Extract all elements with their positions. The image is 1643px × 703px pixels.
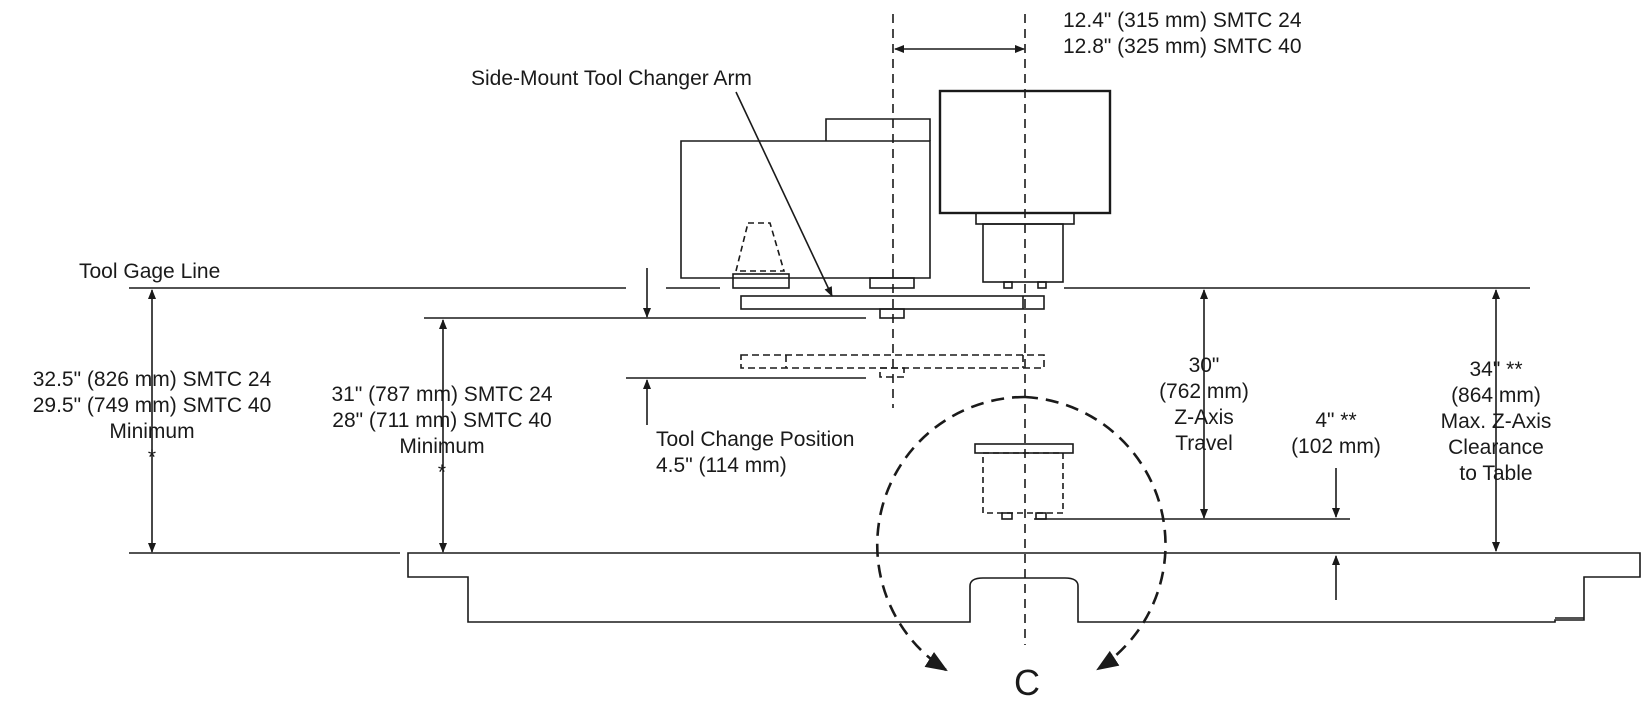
changer-arm-upper xyxy=(740,295,1045,319)
tool-dashed-lowered xyxy=(974,443,1074,520)
tool-holder-left xyxy=(732,273,790,289)
top-dim-line-1: 12.4" (315 mm) SMTC 24 xyxy=(1063,9,1302,32)
tool-holder-center xyxy=(869,277,915,289)
left-dim-line-3: Minimum xyxy=(109,420,195,443)
mid-dim-line-3: Minimum xyxy=(399,435,485,458)
max-clear-line-2: (864 mm) xyxy=(1451,384,1541,407)
max-clear-line-4: Clearance xyxy=(1448,436,1544,459)
z-travel-line-3: Z-Axis xyxy=(1174,406,1234,429)
tool-changer-housing xyxy=(680,118,931,279)
arm-leader xyxy=(735,91,833,297)
mid-dim-line-4: * xyxy=(437,461,447,484)
spindle-head xyxy=(938,89,1112,289)
left-dim-line-1: 32.5" (826 mm) SMTC 24 xyxy=(32,368,272,391)
tool-change-label: Tool Change Position 4.5" (114 mm) xyxy=(656,427,854,479)
max-clear-line-1: 34" ** xyxy=(1469,358,1523,381)
machine-table xyxy=(407,552,1641,623)
rotation-c-label: C xyxy=(1014,662,1040,703)
four-inch-line-2: (102 mm) xyxy=(1291,435,1381,458)
max-clearance-label: 34" ** (864 mm) Max. Z-Axis Clearance to… xyxy=(1416,357,1576,487)
mid-dimension-label: 31" (787 mm) SMTC 24 28" (711 mm) SMTC 4… xyxy=(292,382,592,486)
tool-change-line-1: Tool Change Position xyxy=(656,428,855,451)
z-travel-line-2: (762 mm) xyxy=(1159,380,1249,403)
gage-line-label: Tool Gage Line xyxy=(79,260,221,283)
mid-dim-line-1: 31" (787 mm) SMTC 24 xyxy=(331,383,553,406)
four-inch-label: 4" ** (102 mm) xyxy=(1266,408,1406,460)
z-travel-line-1: 30" xyxy=(1188,354,1220,377)
arm-label: Side-Mount Tool Changer Arm xyxy=(471,67,752,90)
tool-cone-dashed xyxy=(734,222,786,272)
rotation-arc-left xyxy=(875,395,1026,672)
mid-dim-line-2: 28" (711 mm) SMTC 40 xyxy=(332,409,552,432)
top-dimension-label: 12.4" (315 mm) SMTC 24 12.8" (325 mm) SM… xyxy=(1063,8,1302,60)
left-dim-line-2: 29.5" (749 mm) SMTC 40 xyxy=(32,394,272,417)
tool-change-line-2: 4.5" (114 mm) xyxy=(656,454,787,477)
z-travel-line-4: Travel xyxy=(1175,432,1233,455)
rotation-arc-right xyxy=(1024,395,1167,671)
changer-arm-lower-dashed xyxy=(740,354,1045,378)
max-clear-line-3: Max. Z-Axis xyxy=(1440,410,1552,433)
z-travel-label: 30" (762 mm) Z-Axis Travel xyxy=(1129,353,1279,457)
top-dim-line-2: 12.8" (325 mm) SMTC 40 xyxy=(1063,35,1302,58)
four-inch-line-1: 4" ** xyxy=(1315,409,1357,432)
max-clear-line-5: to Table xyxy=(1459,462,1533,485)
left-dim-line-4: * xyxy=(147,446,157,469)
left-dimension-label: 32.5" (826 mm) SMTC 24 29.5" (749 mm) SM… xyxy=(2,367,302,471)
